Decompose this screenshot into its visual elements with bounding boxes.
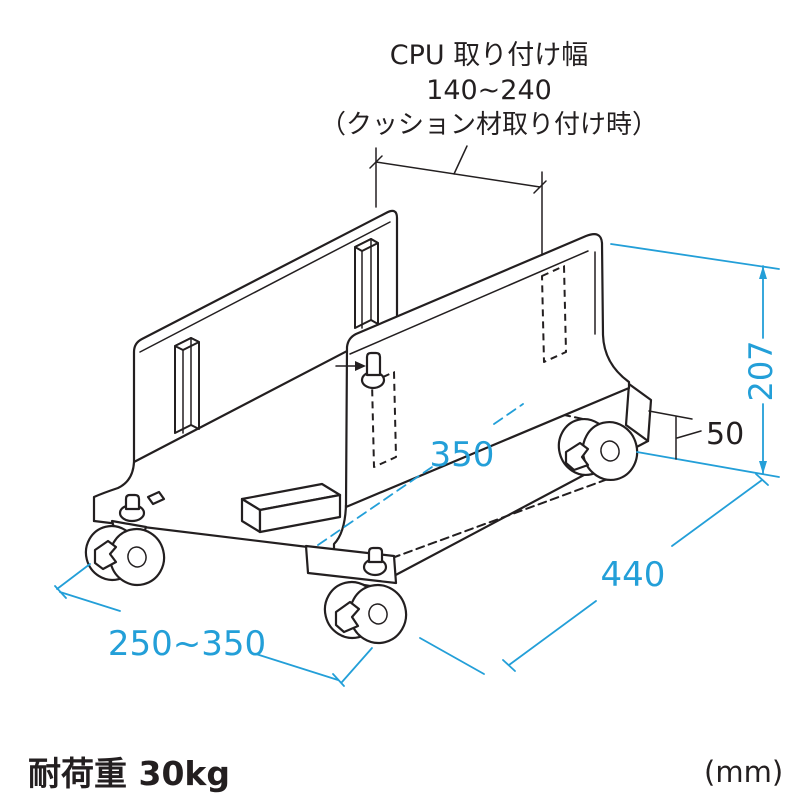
leader-line	[453, 145, 468, 175]
unit-label: (mm)	[704, 755, 783, 789]
lock-tab	[334, 600, 361, 634]
dim-label-350: 350	[430, 435, 495, 475]
dimension-height-207: 207	[610, 243, 780, 478]
lock-tab	[564, 441, 590, 472]
dimension-length-440: 440	[419, 473, 769, 675]
caster-right	[557, 418, 639, 481]
dim-label-440: 440	[601, 555, 666, 595]
cushion-pad-left	[174, 337, 200, 434]
wheel-front	[581, 421, 639, 481]
extension-line	[636, 451, 780, 478]
caster-left	[84, 519, 166, 587]
dim-label-50: 50	[706, 417, 744, 452]
dimension-line	[59, 591, 339, 681]
dimension-cpu-width	[369, 145, 547, 256]
back-panel-foot	[92, 460, 136, 523]
dimension-inner-350: 350	[317, 403, 524, 546]
wheel-hub	[600, 440, 620, 462]
dimension-line	[375, 161, 541, 188]
thumb-screw-front	[362, 546, 388, 577]
clip	[146, 490, 166, 506]
dimension-width-250-350: 250~350	[54, 563, 373, 687]
load-capacity-label: 耐荷重 30kg	[28, 754, 230, 793]
lock-tab	[93, 539, 118, 571]
cushion-pad-hidden-left	[371, 371, 397, 468]
base-right-end-face	[624, 382, 653, 443]
extension-line	[610, 243, 780, 270]
dimension-line	[317, 403, 524, 546]
wheel-hub	[127, 546, 147, 568]
tick	[369, 155, 547, 194]
title-line2: 140~240	[426, 75, 552, 106]
tick	[502, 473, 769, 672]
floor-cushion-bar	[240, 482, 342, 534]
caster-front	[323, 580, 408, 645]
leader-line	[676, 430, 702, 439]
front-panel-hem-line	[349, 250, 589, 355]
pointer-arrow	[335, 361, 366, 371]
front-panel-foot	[332, 503, 392, 580]
front-panel-face	[344, 233, 631, 509]
thumb-screw-left	[118, 490, 166, 523]
title-block: CPU 取り付け幅 140~240 （クッション材取り付け時）	[320, 40, 658, 140]
dim-label-207: 207	[742, 340, 780, 401]
extension-line	[341, 647, 373, 683]
extension-line	[419, 637, 485, 675]
thumb-screw-center	[360, 351, 386, 390]
wheel-hub	[368, 603, 388, 625]
front-panel	[332, 233, 631, 580]
cushion-pad-right	[354, 238, 379, 329]
back-panel-hem-line	[139, 221, 391, 353]
cushion-pad-hidden-right	[541, 265, 567, 363]
tick	[54, 585, 345, 687]
dimension-caster-50: 50	[648, 410, 744, 460]
title-line1: CPU 取り付け幅	[390, 40, 588, 71]
extension-line	[56, 563, 91, 590]
title-line3: （クッション材取り付け時）	[320, 110, 658, 140]
dimension-line	[508, 479, 763, 666]
dim-label-250-350: 250~350	[108, 624, 266, 664]
